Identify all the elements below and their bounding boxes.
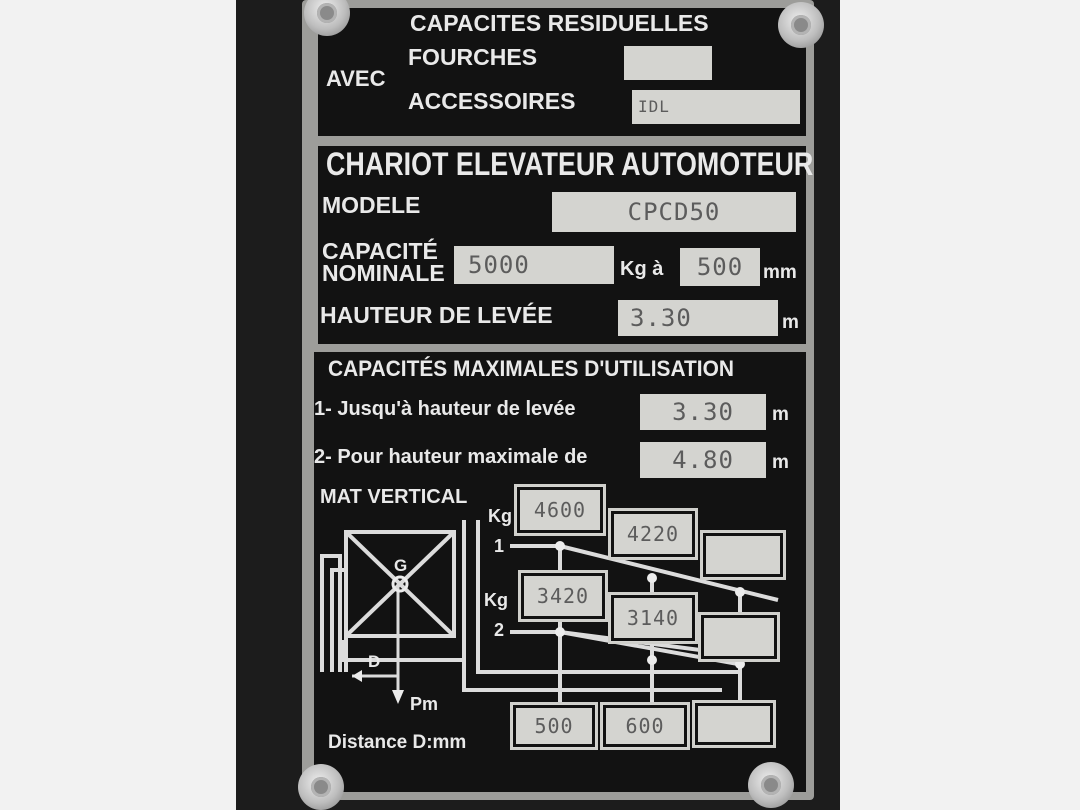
modele-label: MODELE <box>322 192 421 218</box>
avec-label: AVEC <box>326 66 386 91</box>
row1-value-3 <box>700 530 786 580</box>
hauteur-field: 3.30 <box>618 300 778 336</box>
max-line2-field: 4.80 <box>640 442 766 478</box>
row1-value-1: 4600 <box>514 484 606 536</box>
main-title: CHARIOT ELEVATEUR AUTOMOTEUR <box>326 146 814 182</box>
row1-number: 1 <box>494 536 505 556</box>
g-label: G <box>394 556 408 575</box>
mm-label: mm <box>763 262 797 283</box>
distance-value-2: 600 <box>600 702 690 750</box>
distance-label: Distance D:mm <box>328 732 467 753</box>
distance-value-3 <box>692 700 776 748</box>
modele-field: CPCD50 <box>552 192 796 232</box>
distance-centre-field: 500 <box>680 248 760 286</box>
max-line2-unit: m <box>772 452 789 473</box>
capacite-field: 5000 <box>454 246 614 284</box>
data-plate: CAPACITES RESIDUELLES AVEC FOURCHES ACCE… <box>302 0 814 800</box>
row2-kg-label: Kg <box>484 590 508 610</box>
max-line2-label: 2- Pour hauteur maximale de <box>314 446 588 468</box>
distance-value-1: 500 <box>510 702 598 750</box>
row2-value-3 <box>698 612 780 662</box>
hauteur-label: HAUTEUR DE LEVÉE <box>320 302 553 328</box>
row2-value-2: 3140 <box>608 592 698 644</box>
capacite-label-1: CAPACITÉ <box>322 238 438 264</box>
fourches-field <box>624 46 712 80</box>
fourches-label: FOURCHES <box>408 44 538 70</box>
load-chart-diagram <box>320 520 779 706</box>
row2-number: 2 <box>494 620 505 640</box>
mat-vertical-label: MAT VERTICAL <box>320 486 468 508</box>
max-line1-unit: m <box>772 404 789 425</box>
max-title: CAPACITÉS MAXIMALES D'UTILISATION <box>328 356 734 381</box>
capacite-label-2: NOMINALE <box>322 260 445 286</box>
max-line1-field: 3.30 <box>640 394 766 430</box>
fork-outline <box>340 640 464 662</box>
residual-title: CAPACITES RESIDUELLES <box>410 10 709 36</box>
pm-label: Pm <box>410 694 439 714</box>
accessoires-field: IDL <box>632 90 800 124</box>
mast-outline <box>320 554 342 672</box>
max-line1-label: 1- Jusqu'à hauteur de levée <box>314 398 576 420</box>
load-box <box>344 530 456 638</box>
screw-bottom-right <box>748 762 794 808</box>
screw-top-left <box>304 0 350 36</box>
accessoires-label: ACCESSOIRES <box>408 88 576 114</box>
hauteur-unit: m <box>782 312 799 333</box>
row1-value-2: 4220 <box>608 508 698 560</box>
d-label: D <box>368 652 381 671</box>
row2-value-1: 3420 <box>518 570 608 622</box>
screw-top-right <box>778 2 824 48</box>
screw-bottom-left <box>298 764 344 810</box>
row1-kg-label: Kg <box>488 506 512 526</box>
kg-a-label: Kg à <box>620 258 664 280</box>
